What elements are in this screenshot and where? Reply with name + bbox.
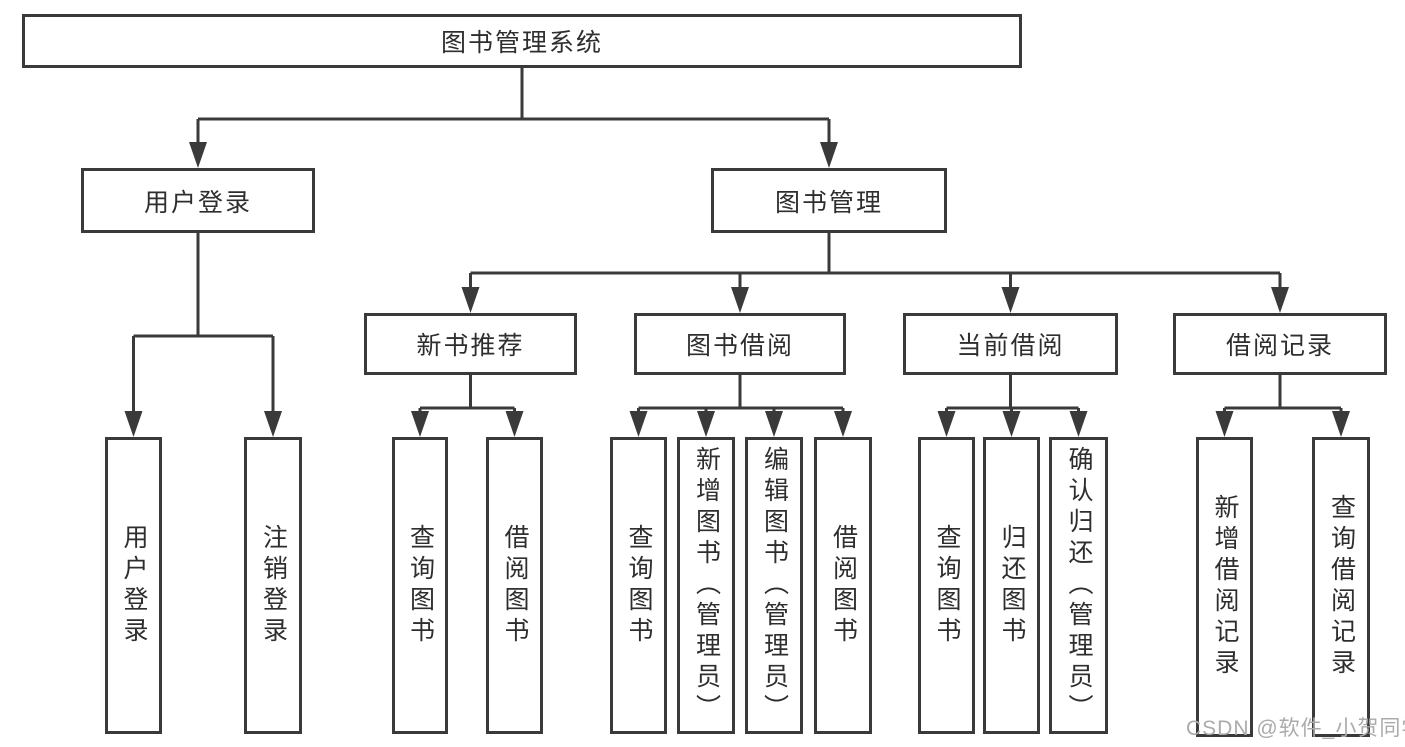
node-bb-edit: 编辑图书（管理员）	[745, 437, 803, 734]
node-login: 用户登录	[105, 437, 162, 734]
node-br-add: 新增借阅记录	[1196, 437, 1253, 737]
node-cb-query: 查询图书	[918, 437, 975, 734]
node-borrow-records: 借阅记录	[1173, 313, 1387, 375]
node-user-login: 用户登录	[81, 168, 315, 233]
node-nb-borrow: 借阅图书	[486, 437, 543, 734]
node-logout: 注销登录	[244, 437, 302, 734]
node-cb-confirm: 确认归还（管理员）	[1049, 437, 1108, 734]
node-new-books: 新书推荐	[364, 313, 577, 375]
node-bb-add: 新增图书（管理员）	[677, 437, 735, 734]
node-br-query: 查询借阅记录	[1312, 437, 1370, 737]
node-root: 图书管理系统	[22, 14, 1022, 68]
node-book-borrow: 图书借阅	[634, 313, 846, 375]
node-book-mgmt: 图书管理	[711, 168, 947, 233]
node-bb-borrow: 借阅图书	[814, 437, 872, 734]
node-bb-query: 查询图书	[610, 437, 667, 734]
node-nb-query: 查询图书	[392, 437, 448, 734]
node-cb-return: 归还图书	[983, 437, 1040, 734]
node-current-borrow: 当前借阅	[903, 313, 1118, 375]
